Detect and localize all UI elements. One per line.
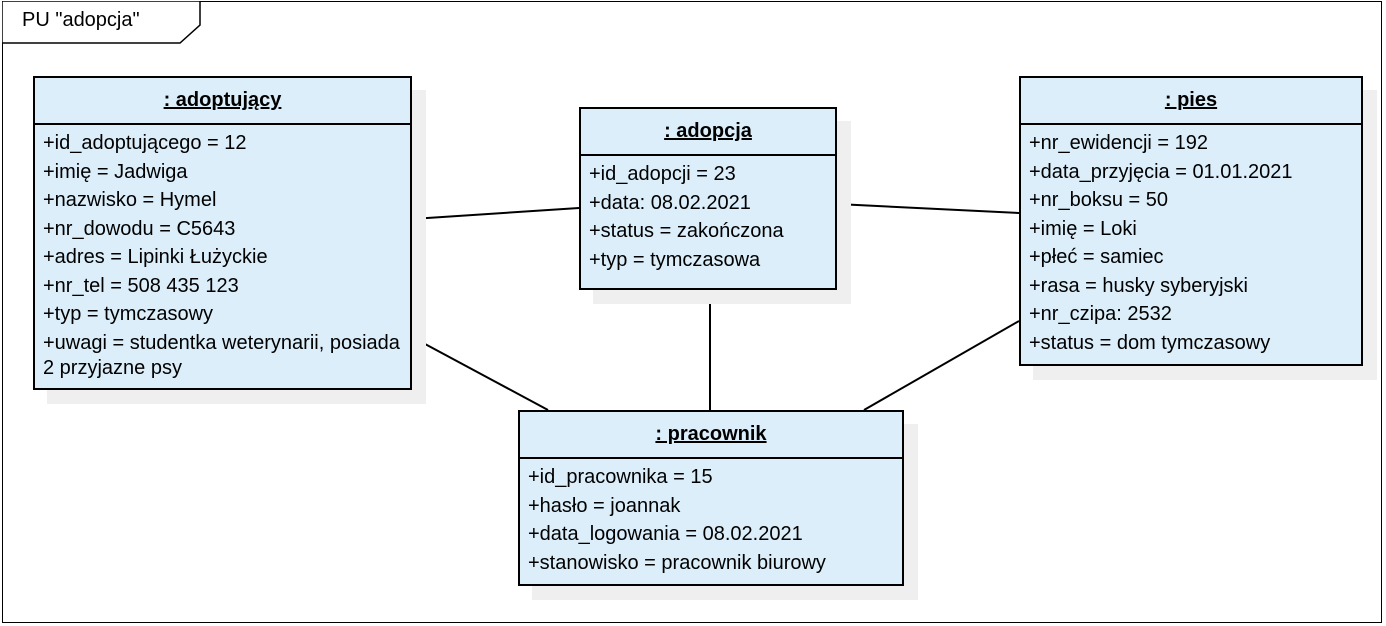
attribute: +nr_tel = 508 435 123 [43,274,239,297]
object-header: : pies [1021,78,1361,125]
attribute: +rasa = husky syberyjski [1029,274,1248,297]
attribute: +data_logowania = 08.02.2021 [528,523,803,545]
attribute: +data_przyjęcia = 01.01.2021 [1029,160,1293,183]
link-adoptujacy-adopcja [411,207,580,220]
attribute: +uwagi = studentka weterynarii, posiada … [43,331,400,379]
attribute: +stanowisko = pracownik biurowy [528,551,826,574]
attribute: +status = zakończona [589,220,784,242]
attribute: +adres = Lipinki Łużyckie [43,246,268,268]
attribute: +nr_ewidencji = 192 [1029,132,1209,154]
link-pies-pracownik [863,320,1020,411]
attribute: +typ = tymczasowa [589,248,761,271]
attribute: +data: 08.02.2021 [589,191,751,214]
attribute: +id_pracownika = 15 [528,466,713,488]
attribute-list: +id_adoptującego = 12 +imię = Jadwiga +n… [35,125,410,381]
object-header: : pracownik [520,412,902,459]
object-header: : adoptujący [35,78,410,125]
attribute: +płeć = samiec [1029,246,1164,268]
attribute: +nr_dowodu = C5643 [43,217,236,240]
object-title: : pies [1164,89,1218,111]
attribute: +imię = Jadwiga [43,160,188,183]
link-adopcja-pies [836,203,1020,214]
object-pracownik[interactable]: : pracownik +id_pracownika = 15 +hasło =… [518,410,904,586]
attribute: +typ = tymczasowy [43,303,214,325]
object-pies[interactable]: : pies +nr_ewidencji = 192 +data_przyjęc… [1019,76,1363,366]
attribute: +nr_czipa: 2532 [1029,303,1172,325]
object-title: : pracownik [655,423,767,445]
object-header: : adopcja [581,109,835,156]
object-title: : adoptujący [163,89,282,111]
attribute: +id_adopcji = 23 [589,163,736,185]
attribute-list: +nr_ewidencji = 192 +data_przyjęcia = 01… [1021,125,1361,357]
attribute: +status = dom tymczasowy [1029,331,1271,354]
object-adopcja[interactable]: : adopcja +id_adopcji = 23 +data: 08.02.… [579,107,837,290]
attribute-list: +id_pracownika = 15 +hasło = joannak +da… [520,459,902,577]
attribute: +nazwisko = Hymel [43,189,217,211]
attribute: +id_adoptującego = 12 [43,132,247,154]
frame-label: PU "adopcja" [22,9,140,31]
object-title: : adopcja [664,120,752,142]
attribute: +nr_boksu = 50 [1029,189,1168,211]
frame-tab [2,1,201,44]
attribute-list: +id_adopcji = 23 +data: 08.02.2021 +stat… [581,156,835,274]
attribute: +hasło = joannak [528,494,681,517]
link-adoptujacy-pracownik [411,336,549,411]
attribute: +imię = Loki [1029,217,1137,240]
object-adoptujacy[interactable]: : adoptujący +id_adoptującego = 12 +imię… [33,76,412,390]
